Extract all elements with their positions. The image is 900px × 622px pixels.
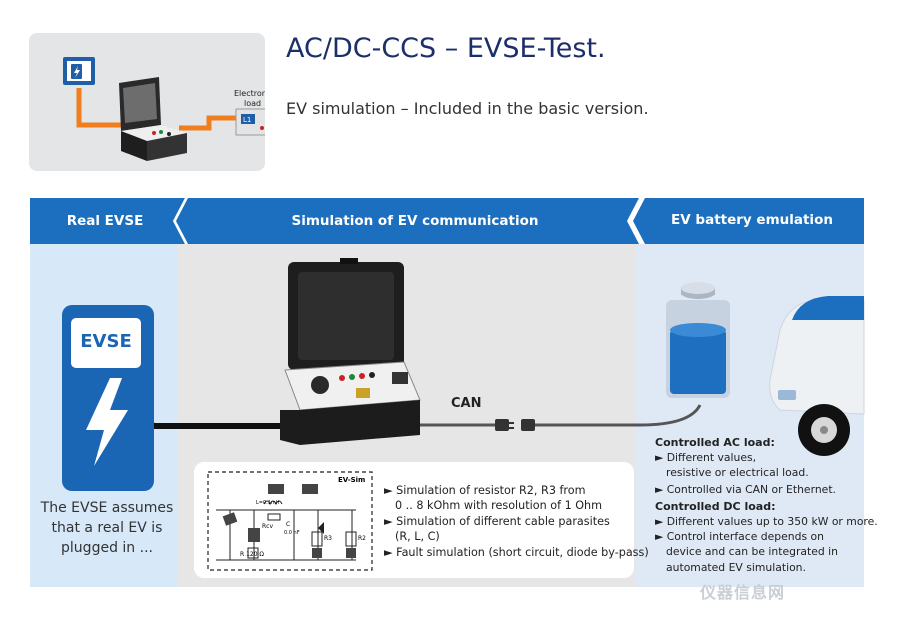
evse-caption-line1: The EVSE assumes (40, 500, 174, 516)
can-plug-icon (495, 419, 509, 431)
load-display: L1 (243, 116, 251, 124)
ac-load-line3: ► Controlled via CAN or Ethernet. (655, 483, 836, 496)
schematic-r2-label: R2 (358, 535, 366, 542)
sim-bullet-2-cont: (R, L, C) (395, 530, 440, 543)
column-header-strip (30, 198, 864, 244)
schematic-c-label: C (286, 521, 290, 528)
sim-bullet-2: ► Simulation of different cable parasite… (384, 515, 610, 528)
dc-load-line3: device and can be integrated in (666, 545, 839, 558)
evse-station-label: EVSE (80, 331, 132, 352)
tester-case-body (280, 400, 420, 445)
evse-caption-line3: plugged in ... (61, 540, 153, 556)
car-icon (769, 299, 865, 415)
can-label: CAN (451, 396, 482, 411)
schematic-tag: EV-Sim (338, 476, 365, 484)
simulation-details-box: EV-Sim Rcv L=0.1mH C 0.0 nF R3 R2 R 120 … (194, 462, 649, 578)
sim-bullet-1-cont: 0 .. 8 kOhm with resolution of 1 Ohm (395, 499, 603, 512)
schematic-r-label: R 120 Ω (240, 551, 264, 558)
evse-cable (147, 340, 290, 429)
can-cable-right (535, 404, 702, 427)
cable-to-tester (76, 88, 129, 128)
page-subtitle: EV simulation – Included in the basic ve… (286, 99, 649, 118)
header-ev-communication: Simulation of EV communication (291, 213, 539, 229)
schematic-rcv-label: Rcv (262, 523, 273, 530)
dc-load-title: Controlled DC load: (655, 500, 776, 513)
ev-sim-schematic: EV-Sim Rcv L=0.1mH C 0.0 nF R3 R2 R 120 … (207, 471, 373, 571)
sim-bullet-3: ► Fault simulation (short circuit, diode… (384, 546, 649, 559)
can-socket-icon (521, 419, 535, 431)
evse-caption: The EVSE assumes that a real EV is plugg… (32, 498, 182, 558)
header-real-evse: Real EVSE (66, 213, 144, 229)
sim-bullet-1: ► Simulation of resistor R2, R3 from (384, 484, 586, 497)
product-thumbnail: L1 Electronic load (29, 33, 265, 171)
battery-charge-level (670, 330, 726, 394)
watermark: 仪器信息网 (700, 583, 786, 602)
dc-load-line2: ► Control interface depends on (655, 530, 824, 543)
dc-load-line4: automated EV simulation. (666, 561, 806, 574)
header-tab-right (633, 198, 864, 244)
ac-load-line2: resistive or electrical load. (666, 466, 809, 479)
schematic-r3-label: R3 (324, 535, 332, 542)
ac-load-line1: ► Different values, (655, 451, 757, 464)
ac-load-title: Controlled AC load: (655, 436, 775, 449)
dc-load-line1: ► Different values up to 350 kW or more. (655, 515, 878, 528)
header-tab-middle (176, 198, 639, 244)
load-label-line1: Electronic (234, 89, 265, 98)
load-label-line2: load (244, 99, 261, 108)
evse-caption-line2: that a real EV is (51, 520, 163, 536)
schematic-l-label: L=0.1mH (256, 500, 280, 506)
lightning-icon (86, 378, 128, 466)
header-tab-left (30, 198, 185, 244)
thumbnail-illustration: L1 Electronic load (63, 57, 265, 161)
page-title: AC/DC-CCS – EVSE-Test. (286, 33, 606, 64)
cable-to-load (179, 115, 239, 131)
schematic-c-value: 0.0 nF (284, 530, 300, 536)
header-battery-emulation: EV battery emulation (671, 212, 833, 228)
